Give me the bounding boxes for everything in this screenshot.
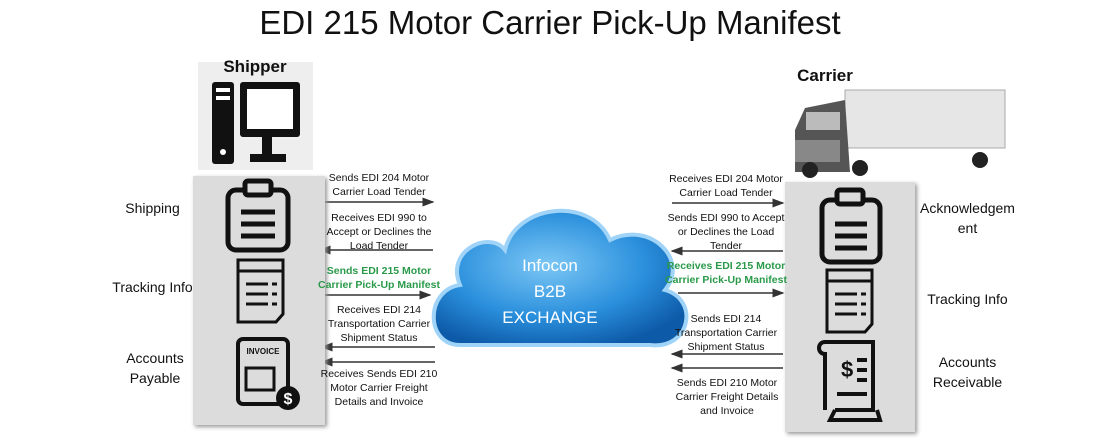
computer-icon bbox=[198, 62, 313, 170]
cloud-line-3: EXCHANGE bbox=[502, 308, 598, 327]
cloud-line-2: B2B bbox=[533, 282, 567, 301]
shipper-label-payable: Accounts Payable bbox=[126, 350, 184, 386]
cloud-line-1: Infocon bbox=[522, 256, 578, 275]
left-msg-210: Receives Sends EDI 210 Motor Carrier Fre… bbox=[320, 368, 438, 408]
document-icon bbox=[825, 268, 874, 334]
invoice-icon-text: INVOICE bbox=[247, 347, 281, 356]
receipt-icon: $ bbox=[817, 340, 883, 422]
shipper-title: Shipper bbox=[223, 57, 287, 76]
svg-text:$: $ bbox=[841, 357, 853, 382]
shipper-panel: INVOICE $ bbox=[193, 176, 325, 425]
page-title: EDI 215 Motor Carrier Pick-Up Manifest bbox=[259, 4, 841, 41]
right-msg-214: Sends EDI 214 Transportation Carrier Shi… bbox=[674, 313, 778, 353]
left-msg-214: Receives EDI 214 Transportation Carrier … bbox=[327, 304, 431, 344]
truck-icon bbox=[795, 89, 1006, 178]
carrier-label-receivable: Accounts Receivable bbox=[932, 354, 1003, 390]
carrier-label-tracking: Tracking Info bbox=[927, 291, 1008, 307]
left-msg-215: Sends EDI 215 Motor Carrier Pick-Up Mani… bbox=[318, 265, 440, 291]
carrier-panel: $ bbox=[785, 182, 915, 432]
right-msg-210: Sends EDI 210 Motor Carrier Freight Deta… bbox=[675, 377, 779, 417]
document-icon bbox=[236, 258, 285, 324]
left-msg-204: Sends EDI 204 Motor Carrier Load Tender bbox=[328, 172, 430, 198]
right-msg-215: Receives EDI 215 Motor Carrier Pick-Up M… bbox=[665, 260, 787, 286]
carrier-label-ack: Acknowledgem ent bbox=[920, 200, 1015, 236]
right-msg-204: Receives EDI 204 Motor Carrier Load Tend… bbox=[669, 173, 783, 199]
left-msg-990: Receives EDI 990 to Accept or Declines t… bbox=[326, 212, 432, 252]
carrier-title: Carrier bbox=[797, 66, 853, 85]
right-msg-990: Sends EDI 990 to Accept or Declines the … bbox=[667, 212, 785, 252]
cloud-label: Infocon B2B EXCHANGE bbox=[480, 253, 620, 331]
invoice-icon: INVOICE $ bbox=[236, 337, 300, 410]
clipboard-icon bbox=[225, 178, 291, 253]
svg-text:$: $ bbox=[284, 391, 293, 408]
shipper-label-tracking: Tracking Info bbox=[112, 279, 193, 295]
clipboard-icon bbox=[819, 187, 883, 265]
shipper-label-shipping: Shipping bbox=[125, 200, 180, 216]
cloud-icon bbox=[431, 208, 689, 348]
